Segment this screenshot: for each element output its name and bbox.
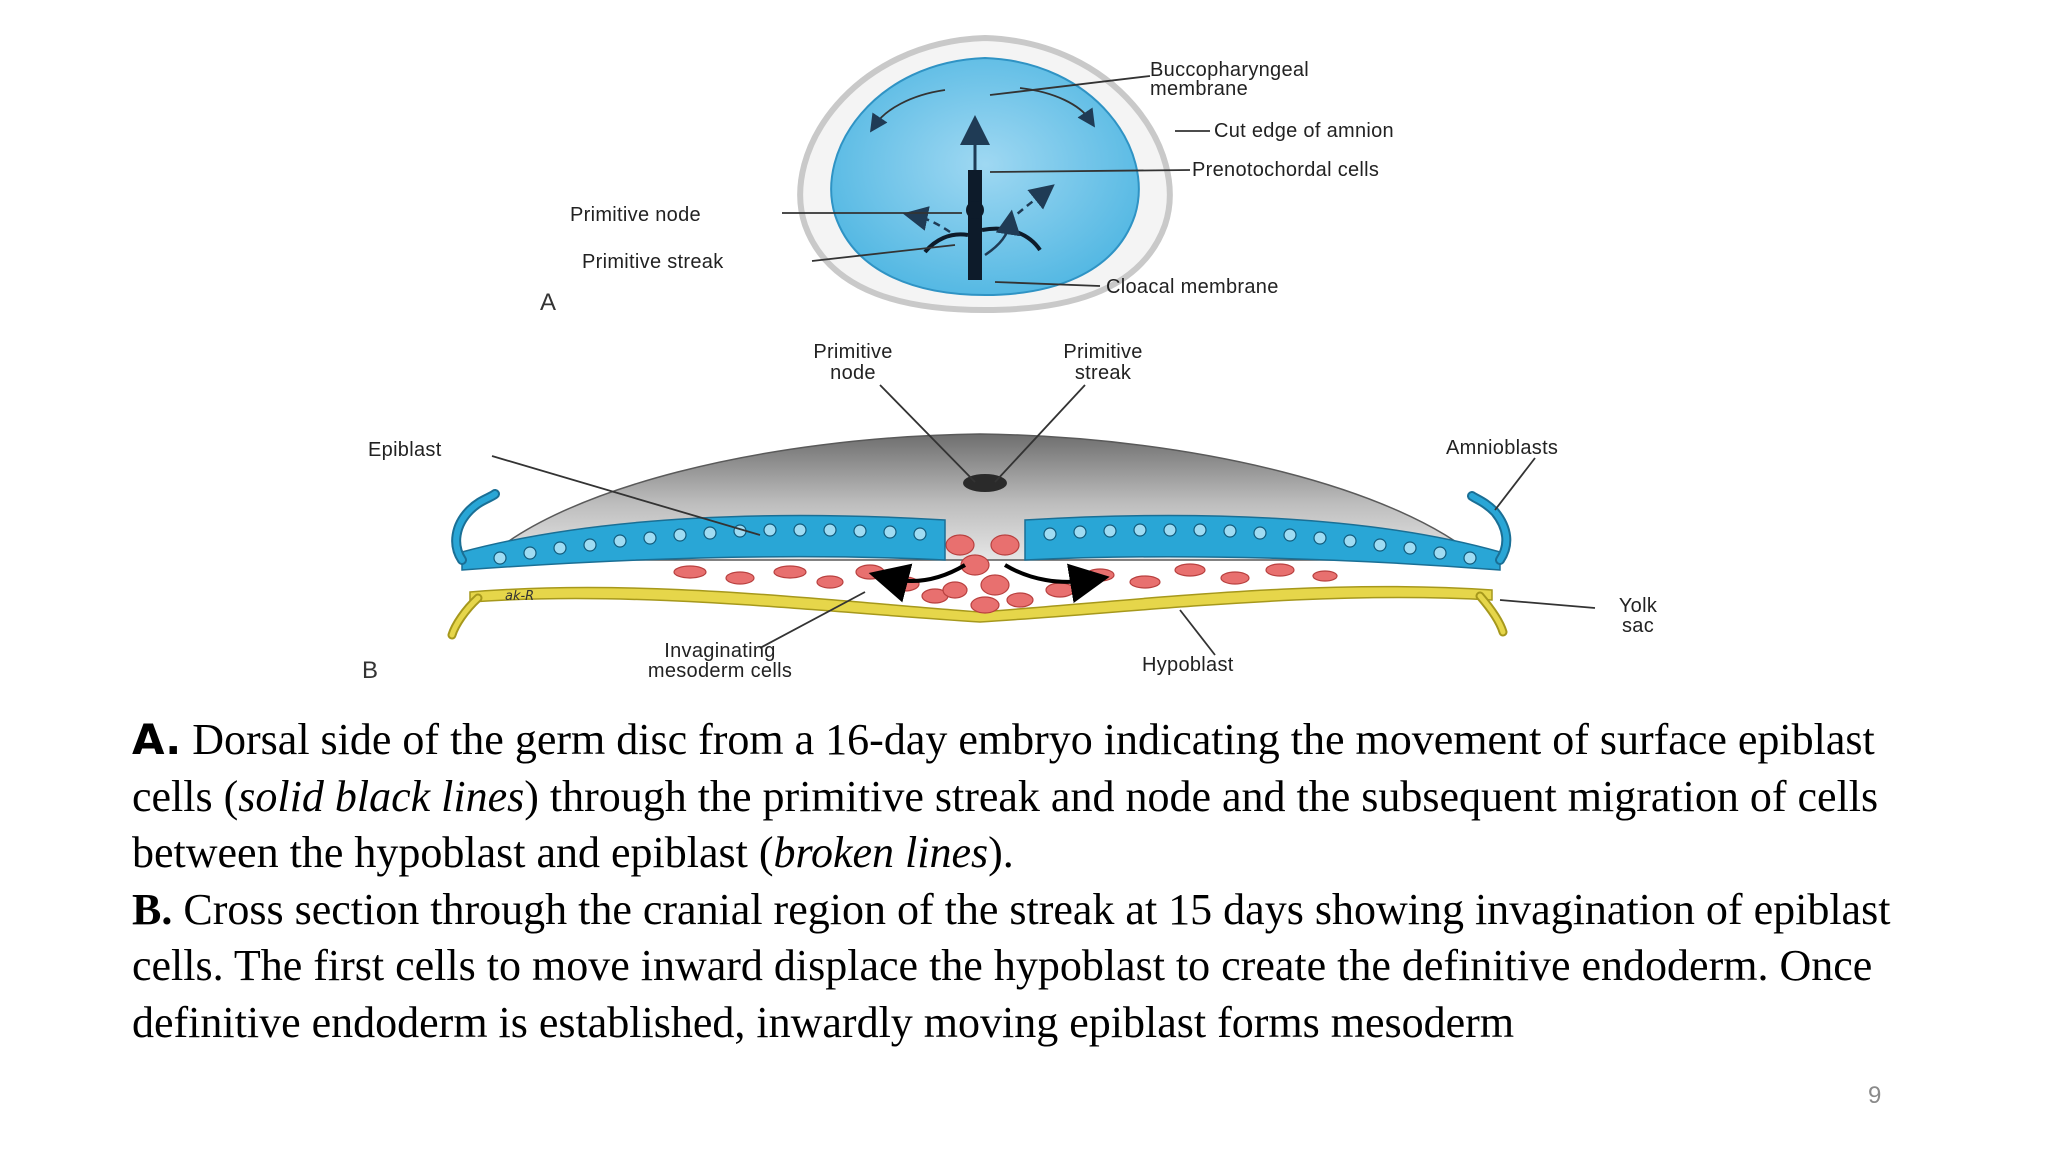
- primitive-node-dot: [966, 201, 984, 219]
- label-hypoblast: Hypoblast: [1142, 654, 1234, 676]
- invaginating-leader: [759, 591, 866, 649]
- artist-signature: ak-R: [505, 589, 534, 604]
- epiblast-leader: [491, 455, 761, 536]
- primitive-streak-bar: [968, 170, 982, 280]
- epiblast-layer-bg: [461, 514, 946, 571]
- label-invaginating-2: mesoderm cells: [648, 660, 792, 682]
- figure-b: Primitive node Primitive streak Epiblast…: [362, 341, 1658, 684]
- caption-a-italic-2: broken lines: [773, 828, 989, 877]
- epiblast-layer-bg-right: [1024, 514, 1501, 571]
- panel-label-b: B: [362, 657, 378, 684]
- prenotochordal-leader: [989, 169, 1191, 173]
- label-invaginating-1: Invaginating: [664, 640, 775, 662]
- buccopharyngeal-leader: [989, 75, 1151, 96]
- label-buccopharyngeal-1: Buccopharyngeal: [1150, 59, 1309, 81]
- caption-a-text-2: ) through the primitive streak and node …: [132, 771, 1879, 878]
- figure-a: Buccopharyngeal membrane Cut edge of amn…: [540, 34, 1394, 316]
- germ-disc: [830, 56, 1140, 297]
- amnioblasts-leader: [1494, 457, 1536, 511]
- streak-small-arrow: [984, 209, 1021, 257]
- label-prenotochordal: Prenotochordal cells: [1192, 159, 1379, 181]
- cloacal-leader: [994, 281, 1101, 287]
- migration-arrow-b-right: [1003, 563, 1110, 604]
- primitive-streak-b-leader: [994, 384, 1086, 483]
- cranial-arrow-left: [870, 89, 946, 133]
- amnioblasts-right-inner: [1469, 493, 1510, 563]
- label-primitive-node-b-1: Primitive: [813, 341, 892, 363]
- caption-a-text-1: Dorsal side of the germ disc from a 16-d…: [132, 715, 1875, 821]
- label-primitive-node-a: Primitive node: [570, 204, 701, 226]
- yolk-sac-leader: [1499, 599, 1596, 609]
- label-yolk-sac-1: Yolk: [1619, 595, 1658, 617]
- panel-label-a: A: [540, 289, 556, 316]
- label-cloacal-membrane: Cloacal membrane: [1106, 276, 1279, 298]
- caption-a-italic-1: solid black lines: [238, 771, 525, 821]
- streak-branch-left: [923, 232, 969, 254]
- amnioblasts-left-inner: [453, 491, 498, 563]
- label-primitive-streak-b-1: Primitive: [1063, 341, 1142, 363]
- primitive-streak-leader: [811, 244, 956, 262]
- page-number: 9: [1868, 1082, 1882, 1109]
- label-primitive-node-b-2: node: [830, 362, 876, 384]
- caption-a: A. Dorsal side of the germ disc from a 1…: [132, 712, 1892, 882]
- label-primitive-streak-a: Primitive streak: [582, 251, 724, 273]
- yolk-sac-left-inner: [449, 595, 481, 638]
- yolk-sac-right-inner: [1477, 593, 1506, 635]
- migration-arrow-left: [902, 206, 951, 234]
- caption-b: B. Cross section through the cranial reg…: [132, 882, 1892, 1052]
- caption-a-label: A.: [132, 715, 182, 764]
- label-yolk-sac-2: sac: [1622, 615, 1654, 637]
- epiblast-nuclei: [493, 523, 1477, 565]
- caption-b-text: Cross section through the cranial region…: [132, 884, 1891, 1047]
- figure-caption: A. Dorsal side of the germ disc from a 1…: [132, 712, 1892, 1051]
- caption-b-label: B.: [132, 884, 173, 934]
- label-cut-edge-amnion: Cut edge of amnion: [1214, 120, 1394, 142]
- label-buccopharyngeal-2: membrane: [1150, 78, 1248, 100]
- embryology-figure: Buccopharyngeal membrane Cut edge of amn…: [362, 34, 1658, 684]
- primitive-node-b-leader: [879, 384, 976, 483]
- label-amnioblasts: Amnioblasts: [1446, 437, 1558, 459]
- hypoblast-leader: [1179, 609, 1216, 656]
- hypoblast-layer: [469, 585, 1493, 623]
- primitive-pit: [963, 474, 1007, 492]
- label-epiblast: Epiblast: [368, 439, 442, 461]
- caption-a-text-3: ).: [988, 828, 1014, 877]
- migration-arrow-b-left: [868, 563, 967, 603]
- label-primitive-streak-b-2: streak: [1075, 362, 1132, 384]
